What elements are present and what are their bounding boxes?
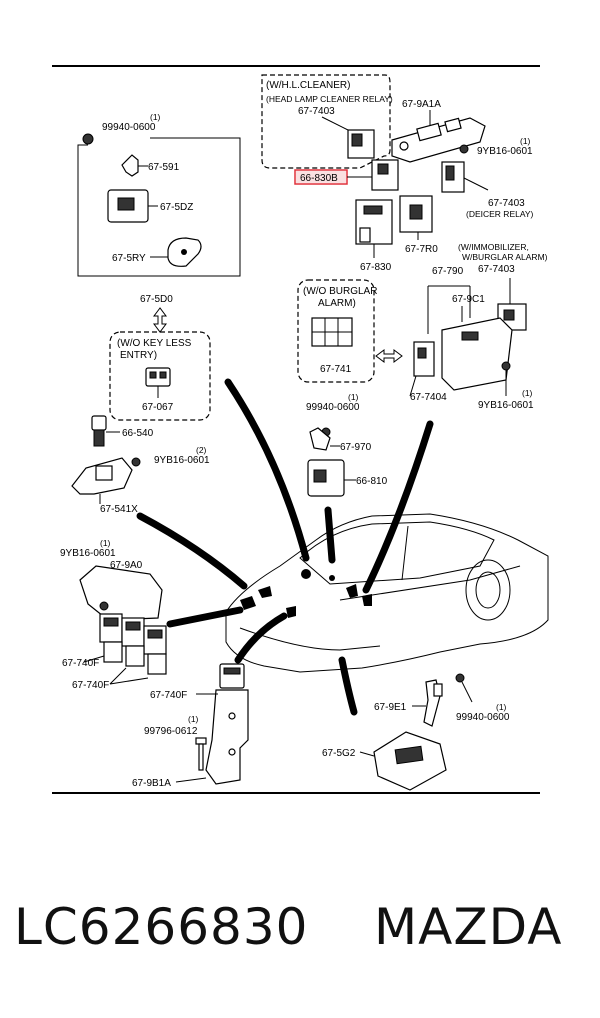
label-99940-top: 99940-0600: [102, 122, 156, 133]
label-67-740f-a: 67-740F: [62, 658, 99, 669]
label-67-7403-right: 67-7403: [478, 264, 515, 275]
relay-bracket-67-9a1a[interactable]: [391, 117, 486, 163]
relay-67-7r0[interactable]: [399, 195, 433, 233]
keyfob-67-5ry[interactable]: [167, 237, 202, 267]
qty-9yb16-left: (2): [196, 445, 207, 455]
nut-99940-top: [82, 133, 94, 145]
label-67-741: 67-741: [320, 364, 352, 375]
qty-99796: (1): [188, 714, 199, 724]
bracket-67-9e1[interactable]: [423, 679, 443, 727]
label-67-740f-c: 67-740F: [150, 690, 187, 701]
label-66-810: 66-810: [356, 476, 388, 487]
qty-99940-low: (1): [496, 702, 507, 712]
relay-66-830b[interactable]: [371, 159, 399, 191]
label-wo-keyless-1: (W/O KEY LESS: [117, 338, 192, 349]
nut-9yb16-low: [99, 601, 109, 611]
leader-right: [362, 420, 434, 594]
label-67-740f-b: 67-740F: [72, 680, 109, 691]
label-67-9a0: 67-9A0: [110, 560, 143, 571]
label-w-immob-1: (W/IMMOBILIZER,: [458, 242, 529, 252]
label-67-9a1a: 67-9A1A: [402, 99, 441, 110]
label-67-790: 67-790: [432, 266, 464, 277]
label-67-9e1: 67-9E1: [374, 702, 407, 713]
leader-center: [324, 506, 336, 564]
label-wh-cleaner: (W/H.L.CLEANER): [266, 80, 350, 91]
module-67-790[interactable]: [441, 317, 513, 391]
label-deicer-relay: (DEICER RELAY): [466, 209, 534, 219]
wo-keyless-group-outline: [109, 331, 211, 421]
nut-99940-low: [455, 673, 465, 683]
label-67-7r0: 67-7R0: [405, 244, 438, 255]
label-67-9c1: 67-9C1: [452, 294, 485, 305]
module-67-5dz[interactable]: [107, 189, 149, 223]
label-67-067: 67-067: [142, 402, 174, 413]
qty-9yb16-right: (1): [522, 388, 533, 398]
label-head-lamp-relay: (HEAD LAMP CLEANER RELAY): [266, 94, 393, 104]
bracket-67-970[interactable]: [309, 427, 331, 451]
label-66-830b[interactable]: 66-830B: [300, 173, 338, 184]
qty-99940-top: (1): [150, 112, 161, 122]
label-67-5d0: 67-5D0: [140, 294, 173, 305]
label-w-immob-2: W/BURGLAR ALARM): [462, 252, 548, 262]
label-66-540: 66-540: [122, 428, 154, 439]
nut-9yb16-top: [459, 144, 469, 154]
leader-fuse: [166, 606, 244, 628]
bracket-67-9a0[interactable]: [79, 565, 163, 621]
connector-67-7404[interactable]: [413, 341, 435, 377]
qty-9yb16-top: (1): [520, 136, 531, 146]
relay-67-740f-tall[interactable]: [205, 663, 249, 785]
double-arrow-center: [375, 349, 403, 363]
double-arrow-left: [153, 307, 167, 333]
label-67-591: 67-591: [148, 162, 180, 173]
label-9yb16-low: 9YB16-0601: [60, 548, 116, 559]
label-99940-low: 99940-0600: [456, 712, 510, 723]
car-mount-points: [240, 569, 372, 618]
vehicle-outline: [225, 513, 549, 673]
bolt-99796[interactable]: [195, 737, 207, 771]
leader-switch: [136, 512, 248, 590]
deicer-relay-67-7403[interactable]: [441, 161, 465, 193]
label-9yb16-right: 9YB16-0601: [478, 400, 534, 411]
label-67-7404: 67-7404: [410, 392, 447, 403]
module-67-5g2[interactable]: [373, 731, 447, 791]
label-99796: 99796-0612: [144, 726, 198, 737]
label-67-5g2: 67-5G2: [322, 748, 356, 759]
label-67-5ry: 67-5RY: [112, 253, 146, 264]
wo-burglar-group-outline: [297, 279, 375, 383]
label-67-970: 67-970: [340, 442, 372, 453]
connector-67-741[interactable]: [311, 317, 353, 347]
label-67-830: 67-830: [360, 262, 392, 273]
bracket-67-591[interactable]: [121, 154, 139, 177]
label-wo-keyless-2: ENTRY): [120, 350, 157, 361]
head-lamp-cleaner-relay[interactable]: [347, 129, 375, 159]
leader-bottom-right: [338, 656, 358, 716]
qty-99940-mid: (1): [348, 392, 359, 402]
label-67-7403-deicer: 67-7403: [488, 198, 525, 209]
connector-67-067[interactable]: [145, 367, 171, 387]
label-67-5dz: 67-5DZ: [160, 202, 193, 213]
leader-keyless: [224, 378, 310, 562]
nut-9yb16-right: [501, 361, 511, 371]
switch-66-540[interactable]: [91, 415, 107, 447]
part-number: LC6266830: [14, 898, 309, 956]
leader-lower: [234, 612, 288, 664]
relay-67-830[interactable]: [355, 199, 393, 245]
label-67-9b1a: 67-9B1A: [132, 778, 171, 789]
label-9yb16-left: 9YB16-0601: [154, 455, 210, 466]
bracket-67-541x[interactable]: [71, 457, 133, 495]
label-67-541x: 67-541X: [100, 504, 138, 515]
nut-9yb16-left: [131, 457, 141, 467]
label-9yb16-top: 9YB16-0601: [477, 146, 533, 157]
label-99940-mid: 99940-0600: [306, 402, 360, 413]
brand-name: MAZDA: [374, 898, 563, 956]
label-wo-burglar-2: ALARM): [318, 298, 356, 309]
module-66-810[interactable]: [307, 459, 345, 497]
relay-block-67-740f[interactable]: [99, 613, 167, 675]
label-67-7403-top: 67-7403: [298, 106, 335, 117]
caption-bar: LC6266830 MAZDA: [0, 898, 600, 978]
label-wo-burglar-1: (W/O BURGLAR: [303, 286, 377, 297]
qty-9yb16-low: (1): [100, 538, 111, 548]
